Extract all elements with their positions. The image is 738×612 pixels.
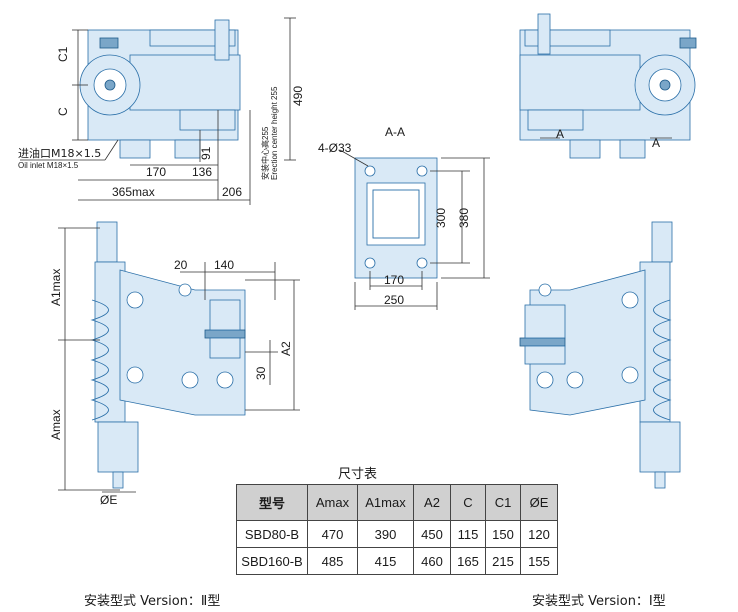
dim-170b: 170 — [384, 273, 404, 287]
table-header: Amax — [307, 484, 358, 521]
table-header: ØE — [520, 484, 558, 521]
table-cell: 415 — [357, 547, 414, 575]
table-cell: 460 — [413, 547, 451, 575]
dim-365max: 365max — [112, 185, 155, 199]
top-left-view: C1 C 490 进油口M18×1.5 Oil inlet M18×1.5 安装… — [18, 17, 305, 205]
table-row: SBD80-B 470 390 450 115 150 120 — [236, 520, 558, 548]
table-header: 型号 — [236, 484, 308, 521]
oil-inlet-en: Oil inlet M18×1.5 — [18, 161, 79, 170]
table-header-row: 型号 Amax A1max A2 C C1 ØE — [236, 484, 558, 521]
top-right-view: A A — [519, 13, 697, 159]
table-header: C — [450, 484, 486, 521]
dim-140: 140 — [214, 258, 234, 272]
dim-136: 136 — [192, 165, 212, 179]
table-cell: 150 — [485, 520, 521, 548]
dim-a2: A2 — [279, 341, 293, 356]
table-cell: 165 — [450, 547, 486, 575]
dim-30: 30 — [254, 366, 268, 380]
section-aa: 4-Ø33 A-A 300 380 170 250 — [318, 125, 490, 310]
table-header: A2 — [413, 484, 451, 521]
table-header: C1 — [485, 484, 521, 521]
dim-300: 300 — [434, 208, 448, 228]
install-center-cn: 安装中心高255 — [260, 126, 270, 180]
bottom-right-view — [519, 221, 681, 489]
table-cell: 470 — [307, 520, 358, 548]
dim-250: 250 — [384, 293, 404, 307]
dim-amax: Amax — [49, 409, 63, 440]
oil-inlet-cn: 进油口M18×1.5 — [18, 146, 101, 160]
table-cell: 155 — [520, 547, 558, 575]
dim-20: 20 — [174, 258, 188, 272]
version-left-label: 安装型式 Version：Ⅱ型 — [84, 594, 221, 609]
bottom-left-view: A1max Amax 20 140 A2 30 ØE — [49, 221, 300, 507]
dim-380: 380 — [457, 208, 471, 228]
dim-a1max: A1max — [49, 269, 63, 306]
dim-holes: 4-Ø33 — [318, 141, 352, 155]
section-title: A-A — [385, 125, 405, 139]
dim-oe: ØE — [100, 493, 117, 507]
table-row: SBD160-B 485 415 460 165 215 155 — [236, 547, 558, 575]
version-right-label: 安装型式 Version：Ⅰ型 — [532, 594, 666, 609]
dim-206: 206 — [222, 185, 242, 199]
section-mark-right: A — [652, 136, 660, 150]
table-cell: SBD160-B — [236, 547, 308, 575]
table-cell: 120 — [520, 520, 558, 548]
table-cell: 485 — [307, 547, 358, 575]
dim-c: C — [56, 107, 70, 116]
install-center-en: Erection center height 255 — [270, 86, 279, 180]
table-cell: SBD80-B — [236, 520, 308, 548]
table-title: 尺寸表 — [338, 467, 378, 482]
table-cell: 115 — [450, 520, 486, 548]
dim-170: 170 — [146, 165, 166, 179]
size-table: 型号 Amax A1max A2 C C1 ØE SBD80-B 470 390… — [236, 484, 558, 575]
table-cell: 215 — [485, 547, 521, 575]
dim-490: 490 — [291, 86, 305, 106]
section-mark-left: A — [556, 127, 564, 141]
table-header: A1max — [357, 484, 414, 521]
dim-91: 91 — [199, 146, 213, 160]
dim-c1: C1 — [56, 46, 70, 62]
table-cell: 390 — [357, 520, 414, 548]
table-cell: 450 — [413, 520, 451, 548]
